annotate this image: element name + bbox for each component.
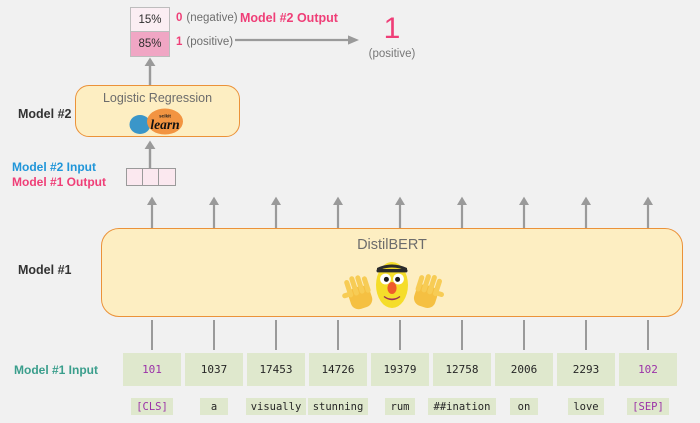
model1-output-label: Model #1 Output	[12, 175, 106, 189]
svg-text:learn: learn	[150, 117, 179, 132]
probability-value-positive: 85%	[138, 38, 162, 50]
legend-negative: 0(negative)	[176, 12, 238, 24]
final-prediction-label: (positive)	[368, 48, 416, 60]
distilbert-title: DistilBERT	[357, 237, 427, 253]
model1-output-arrow-icon	[580, 196, 592, 232]
probability-cell-negative: 15%	[131, 8, 169, 32]
model2-box: Logistic Regression scikit learn	[75, 85, 240, 137]
feature-vector-cell	[143, 169, 159, 185]
token-connector-line	[337, 320, 339, 350]
token-text-cell: love	[568, 398, 604, 415]
model1-output-arrow-icon	[642, 196, 654, 232]
model1-input-label: Model #1 Input	[14, 363, 98, 377]
model1-output-arrow-icon	[394, 196, 406, 232]
probability-value-negative: 15%	[138, 13, 162, 26]
token-connector-line	[461, 320, 463, 350]
probability-cell-positive: 85%	[131, 32, 169, 56]
token-text-cell: visually	[245, 398, 307, 415]
token-text-cell: a	[200, 398, 228, 415]
token-connector-line	[275, 320, 277, 350]
model1-side-label: Model #1	[18, 263, 72, 277]
legend-negative-class-label: (negative)	[186, 12, 238, 24]
model1-output-arrow-icon	[332, 196, 344, 232]
token-text-cell: [SEP]	[627, 398, 669, 415]
token-connector-line	[647, 320, 649, 350]
model1-output-arrow-icon	[456, 196, 468, 232]
legend-negative-class-id: 0	[176, 12, 183, 24]
bert-character-with-raised-hands-icon	[102, 259, 682, 316]
svg-text:scikit: scikit	[159, 114, 171, 119]
model2-output-arrow-label: Model #2 Output	[240, 11, 338, 25]
legend-positive-class-label: (positive)	[186, 36, 234, 48]
scikit-learn-logo: scikit learn	[118, 108, 202, 136]
token-text-cell: ##ination	[428, 398, 496, 415]
model2-side-label: Model #2	[18, 107, 72, 121]
token-text-cell: on	[510, 398, 538, 415]
arrow-model2-to-probabilities-icon	[143, 57, 157, 85]
token-id-cell: 2006	[495, 353, 553, 386]
probability-stack: 15% 85%	[130, 7, 170, 57]
token-id-cell: 2293	[557, 353, 615, 386]
final-prediction-value: 1	[383, 12, 401, 45]
model1-output-arrow-icon	[270, 196, 282, 232]
model1-output-arrow-icon	[518, 196, 530, 232]
feature-vector	[126, 168, 176, 186]
distilbert-box: DistilBERT	[101, 228, 683, 317]
token-connector-line	[399, 320, 401, 350]
model2-input-label: Model #2 Input	[12, 160, 96, 174]
token-connector-line	[585, 320, 587, 350]
token-connector-line	[213, 320, 215, 350]
legend-positive-class-id: 1	[176, 36, 183, 48]
legend-positive: 1(positive)	[176, 36, 233, 48]
feature-vector-cell	[127, 169, 143, 185]
token-id-cell: 17453	[247, 353, 305, 386]
model1-output-arrow-icon	[146, 196, 158, 232]
arrow-vector-to-model2-icon	[143, 140, 157, 168]
token-id-cell: 1037	[185, 353, 243, 386]
token-text-cell: rum	[385, 398, 415, 415]
token-connector-line	[151, 320, 153, 350]
token-id-cell: 102	[619, 353, 677, 386]
token-text-cell: [CLS]	[131, 398, 173, 415]
token-id-cell: 101	[123, 353, 181, 386]
token-id-cell: 14726	[309, 353, 367, 386]
model2-title: Logistic Regression	[102, 91, 213, 105]
token-id-cell: 12758	[433, 353, 491, 386]
model2-output-arrow-icon	[235, 32, 360, 45]
token-connector-line	[523, 320, 525, 350]
token-text-cell: stunning	[307, 398, 369, 415]
token-id-cell: 19379	[371, 353, 429, 386]
model1-output-arrow-icon	[208, 196, 220, 232]
feature-vector-cell	[159, 169, 175, 185]
